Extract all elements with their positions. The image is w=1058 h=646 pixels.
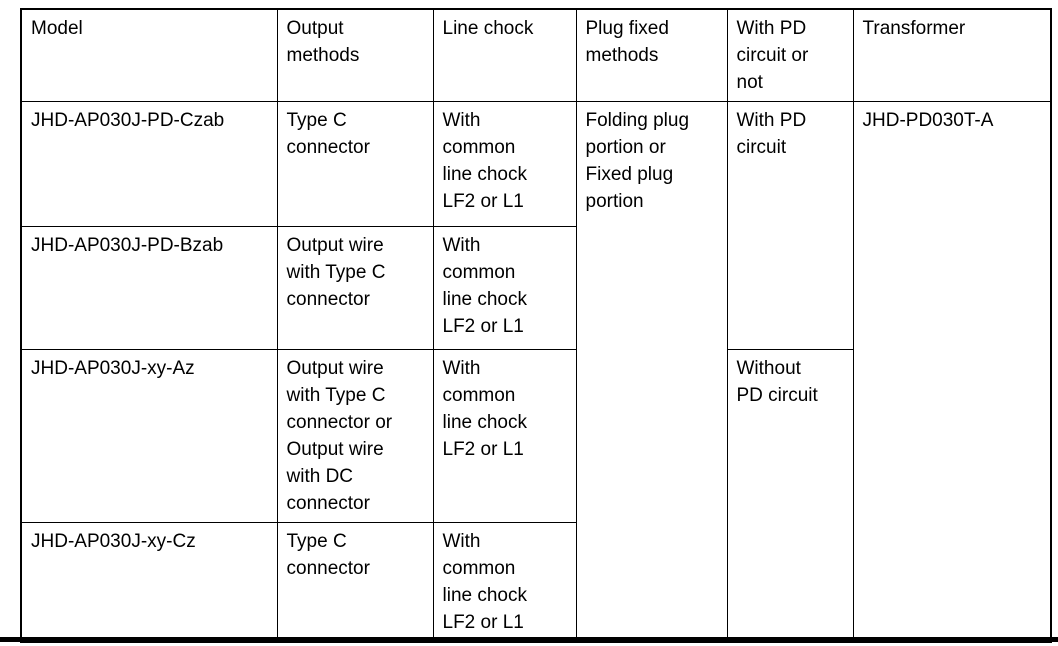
table-row-czab: JHD-AP030J-PD-Czab Type C connector With… [20,101,1052,643]
header-cell-plug-fixed-methods: Plug fixed methods [575,8,728,102]
table-row-xy-cz: JHD-AP030J-xy-Cz Type C connector With c… [20,522,1051,643]
cell-output-xy-az: Output wire with Type C connector or Out… [276,349,434,523]
header-cell-transformer: Transformer [852,8,1052,102]
cell-transformer: JHD-PD030T-A [852,101,1052,643]
cell-plug-fixed-methods: Folding plug portion or Fixed plug porti… [575,101,728,643]
cell-chock-xy-az: With common line chock LF2 or L1 [432,349,577,523]
header-cell-model: Model [20,8,278,102]
cell-model-xy-cz: JHD-AP030J-xy-Cz [20,522,278,643]
page-bottom-rule [0,637,1058,642]
cell-model-xy-az: JHD-AP030J-xy-Az [20,349,278,523]
cell-without-pd-circuit: Without PD circuit [726,349,854,643]
cell-with-pd-circuit: With PD circuit [726,101,854,350]
model-spec-table: Model Output methods Line chock Plug fix… [20,8,1052,643]
cell-chock-bzab: With common line chock LF2 or L1 [432,226,577,350]
header-cell-pd-circuit: With PD circuit or not [726,8,854,102]
cell-output-bzab: Output wire with Type C connector [276,226,434,350]
cell-chock-xy-cz: With common line chock LF2 or L1 [432,522,577,643]
table-row-xy-az: JHD-AP030J-xy-Az Output wire with Type C… [20,349,1051,643]
table-header-row: Model Output methods Line chock Plug fix… [20,8,1052,102]
cell-output-xy-cz: Type C connector [276,522,434,643]
cell-output-czab: Type C connector [276,101,434,227]
cell-chock-czab: With common line chock LF2 or L1 [432,101,577,227]
cell-model-bzab: JHD-AP030J-PD-Bzab [20,226,278,350]
table-row-bzab: JHD-AP030J-PD-Bzab Output wire with Type… [20,226,1051,350]
cell-model-czab: JHD-AP030J-PD-Czab [20,101,278,227]
header-cell-output-methods: Output methods [276,8,434,102]
header-cell-line-chock: Line chock [432,8,577,102]
